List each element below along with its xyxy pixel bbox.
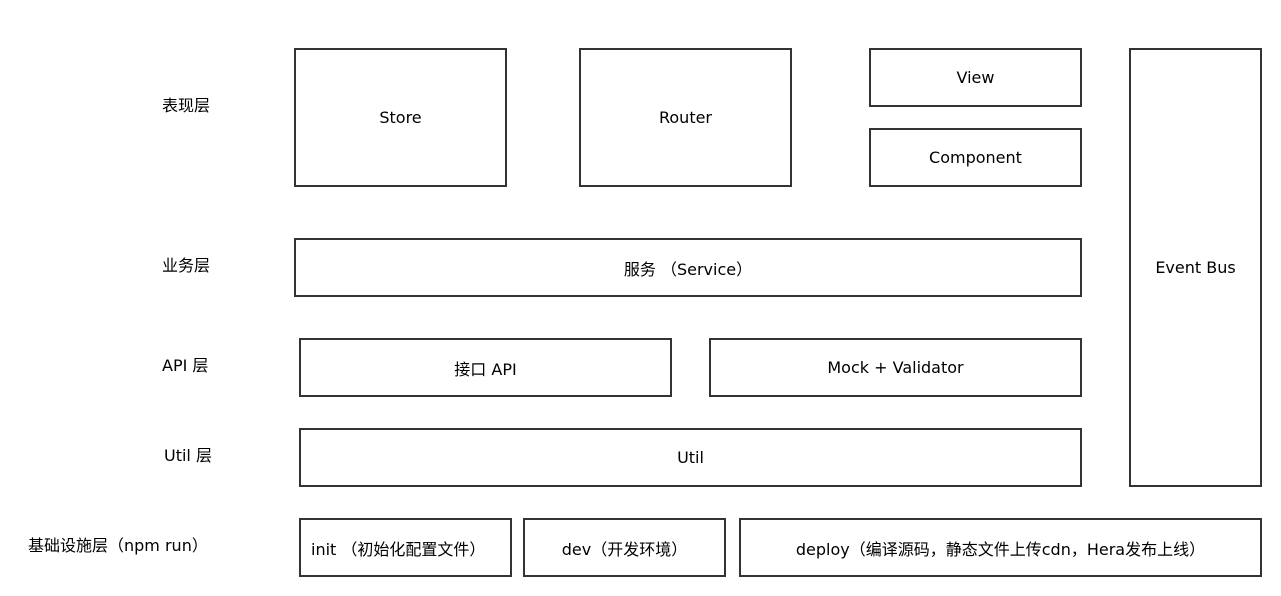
init-block: init （初始化配置文件） (299, 518, 512, 577)
init-label: init （初始化配置文件） (311, 539, 486, 559)
layer-label-api: API 层 (162, 356, 209, 375)
service-label: 服务 （Service） (623, 259, 753, 279)
layer-label-business: 业务层 (162, 256, 211, 275)
layer-label-util: Util 层 (164, 446, 212, 465)
view-label: View (956, 68, 995, 87)
dev-label: dev（开发环境） (561, 539, 688, 559)
store-label: Store (379, 108, 422, 127)
mock-validator-label: Mock + Validator (827, 358, 964, 377)
deploy-block: deploy（编译源码，静态文件上传cdn，Hera发布上线） (739, 518, 1262, 577)
event-bus-label: Event Bus (1155, 258, 1236, 277)
store-block: Store (294, 48, 507, 187)
view-block: View (869, 48, 1082, 107)
layer-label-infra: 基础设施层（npm run） (28, 536, 208, 555)
api-interface-block: 接口 API (299, 338, 672, 397)
dev-block: dev（开发环境） (523, 518, 726, 577)
util-block: Util (299, 428, 1082, 487)
router-block: Router (579, 48, 792, 187)
api-interface-label: 接口 API (454, 359, 517, 379)
component-label: Component (929, 148, 1022, 167)
deploy-label: deploy（编译源码，静态文件上传cdn，Hera发布上线） (795, 539, 1206, 559)
mock-validator-block: Mock + Validator (709, 338, 1082, 397)
router-label: Router (658, 108, 713, 127)
event-bus-block: Event Bus (1129, 48, 1262, 487)
service-block: 服务 （Service） (294, 238, 1082, 297)
layer-label-presentation: 表现层 (162, 96, 211, 115)
util-label: Util (677, 448, 704, 467)
component-block: Component (869, 128, 1082, 187)
